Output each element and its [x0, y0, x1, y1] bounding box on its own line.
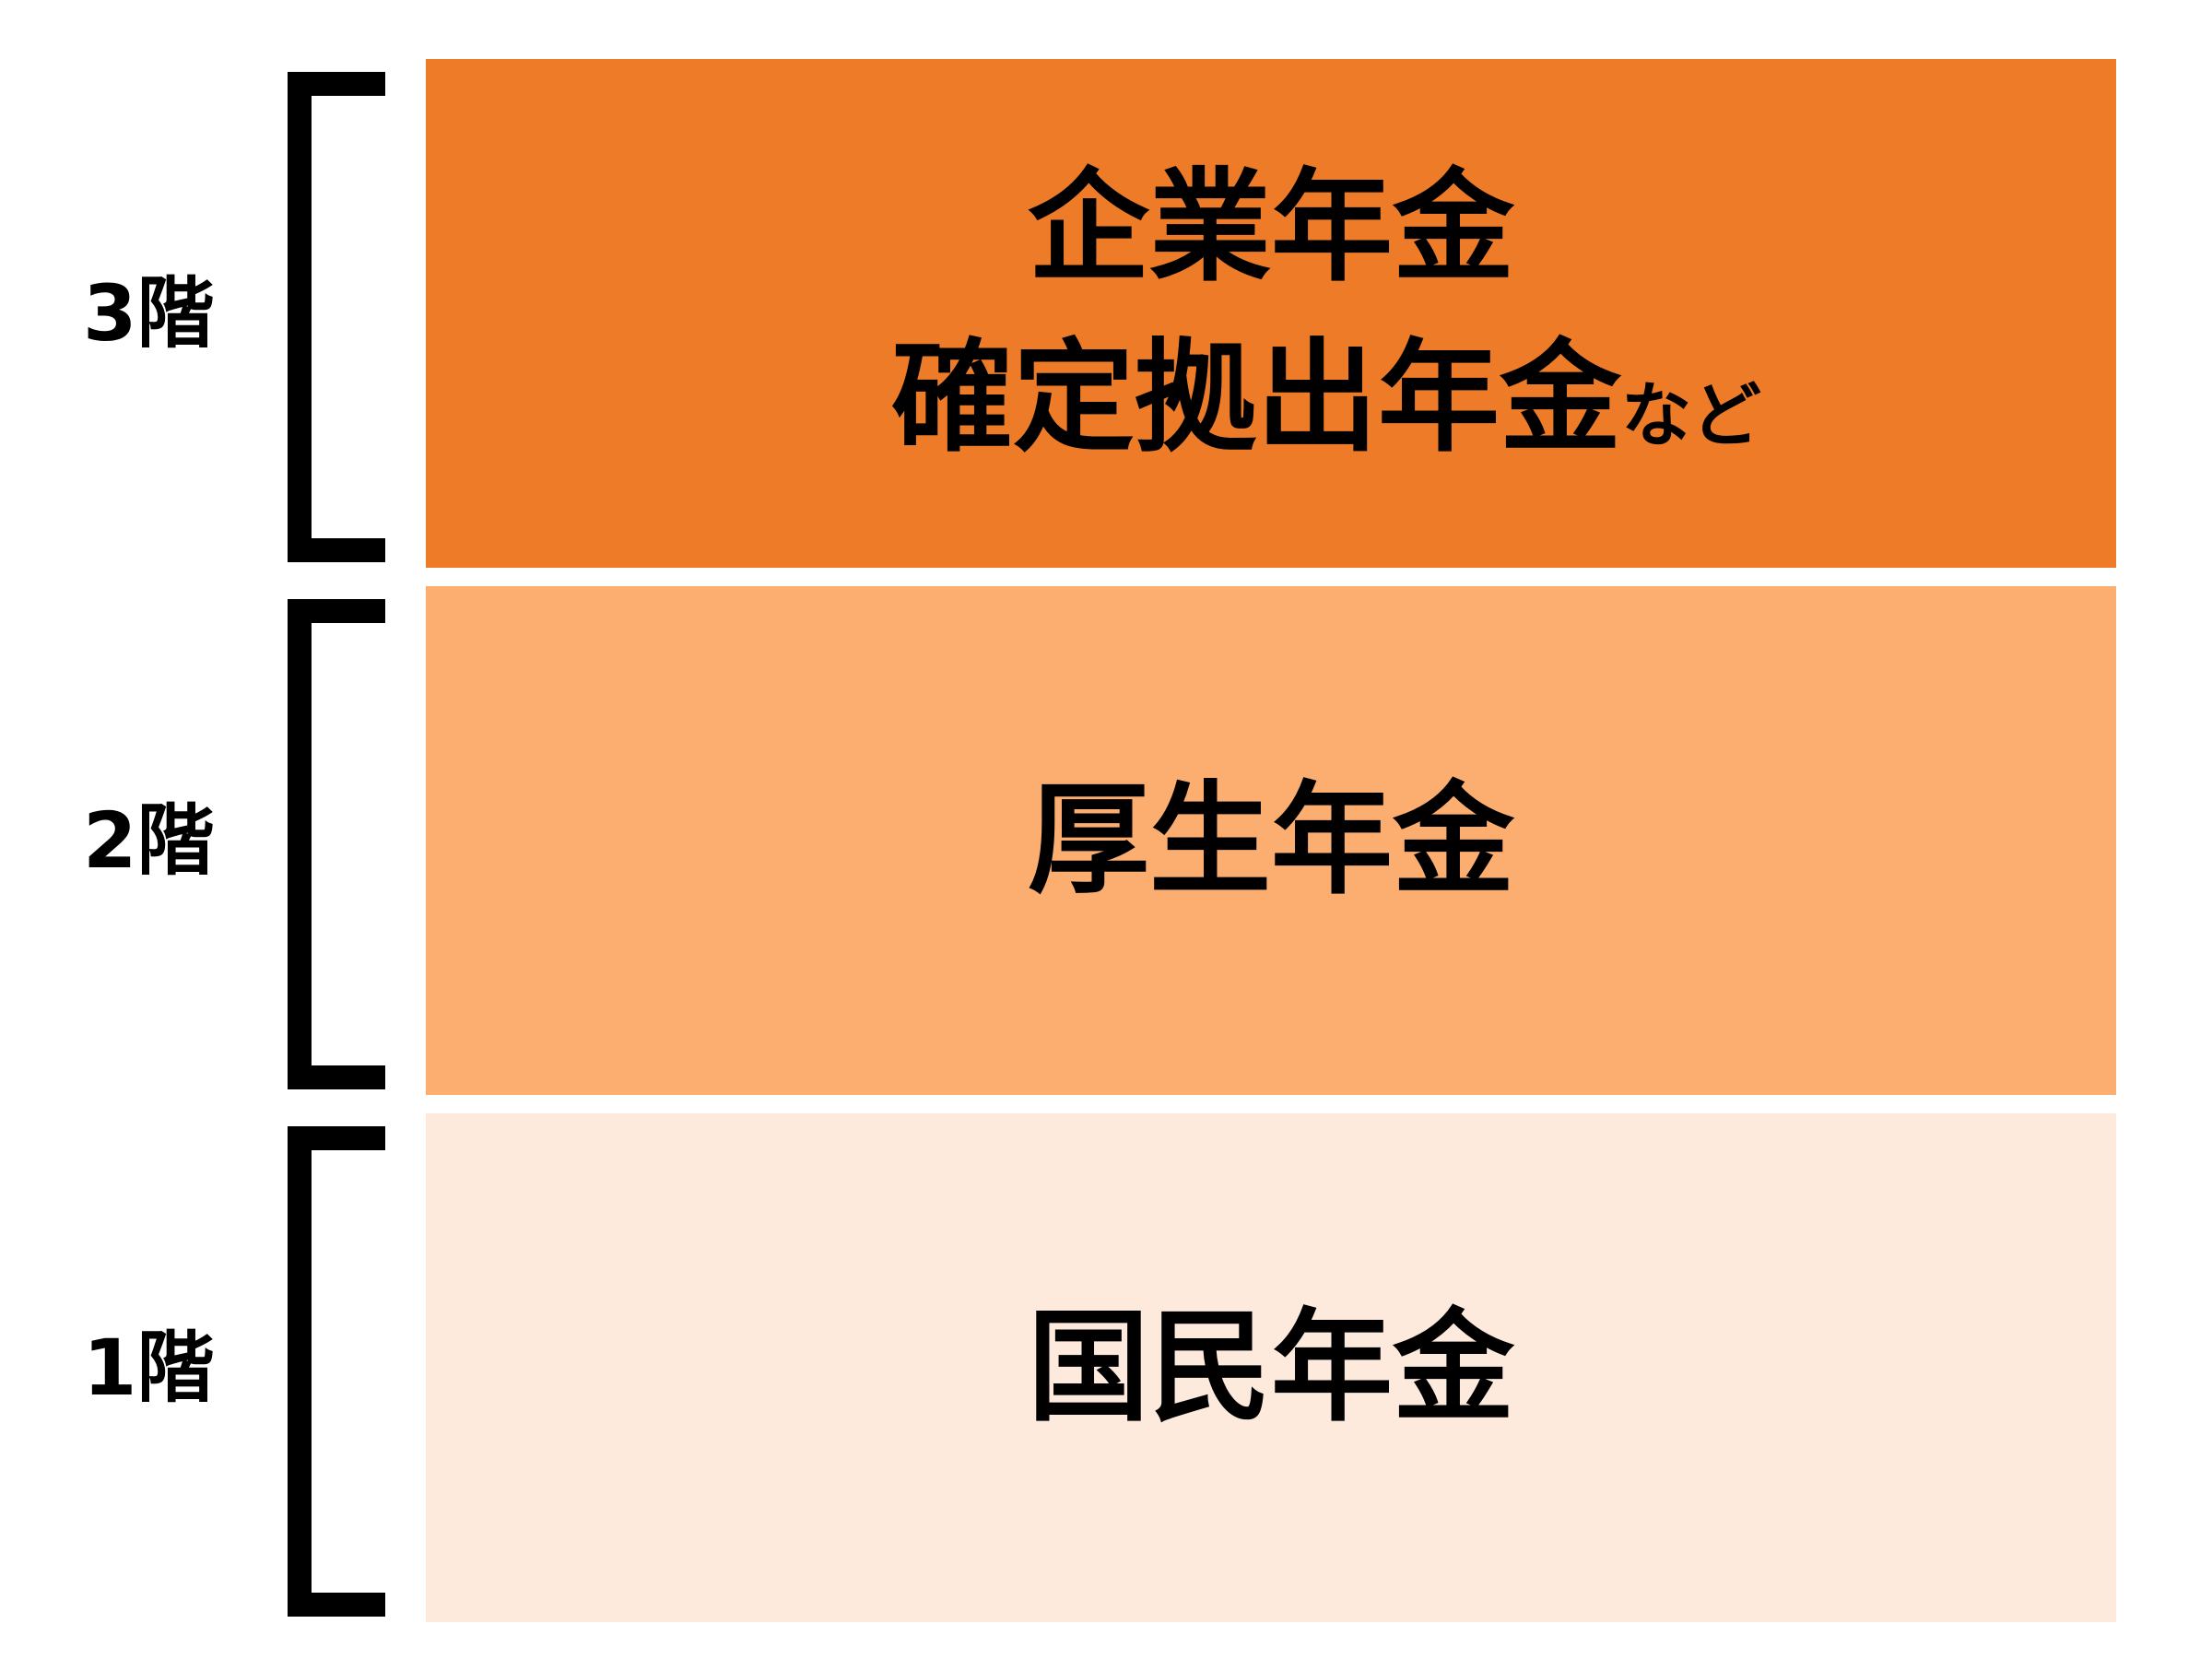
- tier-1: 1階 国民年金: [0, 1113, 2212, 1622]
- block-tier-3: 企業年金 確定拠出年金など: [426, 59, 2116, 568]
- bracket-1: [288, 1126, 385, 1617]
- block-tier-2: 厚生年金: [426, 586, 2116, 1095]
- tier-2: 2階 厚生年金: [0, 586, 2212, 1095]
- bracket-3: [288, 72, 385, 562]
- block-3-line-2-text: 確定拠出年金: [891, 327, 1621, 469]
- block-tier-1: 国民年金: [426, 1113, 2116, 1622]
- floor-label-1: 1階: [83, 1323, 215, 1413]
- bracket-2: [288, 599, 385, 1089]
- tier-3: 3階 企業年金 確定拠出年金など: [0, 59, 2212, 568]
- block-1-line-1: 国民年金: [1028, 1296, 1514, 1439]
- block-2-line-1: 厚生年金: [1028, 769, 1514, 912]
- block-3-suffix: など: [1621, 374, 1761, 456]
- block-3-line-2: 確定拠出年金など: [891, 313, 1761, 484]
- floor-label-3: 3階: [83, 268, 215, 359]
- floor-label-2: 2階: [83, 795, 215, 886]
- block-3-line-1: 企業年金: [1028, 157, 1514, 300]
